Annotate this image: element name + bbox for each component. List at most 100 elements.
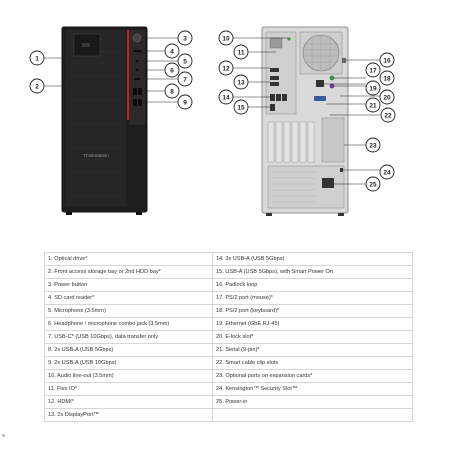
callout-number: 9 — [183, 99, 187, 106]
legend-cell-right: 24. Kensington™ Security Slot™ — [212, 382, 413, 396]
sd-card-slot — [133, 50, 141, 52]
usb-a-5gbps-port-2 — [138, 88, 142, 95]
callout-number: 10 — [222, 35, 230, 42]
callout-17: 17 — [365, 62, 381, 78]
legend-cell-right: 19. Ethernet (GbE RJ-45) — [212, 317, 413, 331]
callout-number: 4 — [170, 48, 174, 55]
expansion-card-bracket — [321, 117, 345, 163]
callout-15: 15 — [233, 99, 249, 115]
red-accent-stripe — [127, 30, 129, 120]
callout-21: 21 — [365, 97, 381, 113]
port-legend-table: 1. Optical drive*14. 3x USB-A (USB 5Gbps… — [44, 252, 413, 422]
rear-callouts: 10 11 12 13 14 15 16 17 18 19 20 21 22 2… — [218, 30, 396, 192]
legend-rows: 1. Optical drive*14. 3x USB-A (USB 5Gbps… — [44, 252, 413, 422]
callout-25: 25 — [365, 176, 381, 192]
ps2-mouse-port — [329, 75, 335, 81]
audio-line-out-jack — [287, 37, 291, 41]
callout-12: 12 — [218, 60, 234, 76]
rear-usb-smart-power — [270, 104, 275, 111]
callout-number: 23 — [369, 142, 377, 149]
table-row: 12. HDMI*25. Power-in — [44, 395, 413, 409]
callout-number: 19 — [369, 85, 377, 92]
expansion-slots — [267, 121, 315, 163]
callout-number: 22 — [384, 112, 392, 119]
legend-cell-left: 6. Headphone / microphone combo jack (3.… — [44, 317, 213, 331]
front-view: ThinkStation 1 2 3 4 5 6 7 8 9 — [29, 26, 193, 215]
legend-cell-right: 20. E-lock slot* — [212, 330, 413, 344]
usb-c-port — [134, 78, 140, 80]
rear-foot-left — [266, 213, 272, 216]
callout-number: 15 — [237, 104, 245, 111]
callout-19: 19 — [365, 80, 381, 96]
callout-24: 24 — [379, 164, 395, 180]
callout-number: 1 — [35, 55, 39, 62]
usb-a-10gbps-port-1 — [133, 99, 137, 106]
power-button-icon — [132, 33, 142, 43]
rear-leader-lines — [233, 37, 381, 185]
callout-18: 18 — [379, 70, 395, 86]
callout-number: 6 — [170, 67, 174, 74]
table-row: 9. 2x USB-A (USB 10Gbps)22. Smart cable … — [44, 356, 413, 370]
legend-cell-right: 15. USB-A (USB 5Gbps), with Smart Power … — [212, 265, 413, 279]
legend-cell-left: 8. 2x USB-A (USB 5Gbps) — [44, 343, 213, 357]
legend-cell-right — [212, 408, 413, 422]
table-row: 5. Microphone (3.5mm)18. PS/2 port (keyb… — [44, 304, 413, 318]
table-row: 10. Audio line-out (3.5mm)23. Optional p… — [44, 369, 413, 383]
fan-mesh — [303, 35, 339, 71]
callout-2: 2 — [29, 78, 45, 94]
callout-10: 10 — [218, 30, 234, 46]
callout-number: 3 — [183, 35, 187, 42]
callout-7: 7 — [177, 71, 193, 87]
callout-6: 6 — [164, 62, 180, 78]
callout-20: 20 — [379, 89, 395, 105]
callout-14: 14 — [218, 89, 234, 105]
optical-drive-eject — [82, 43, 90, 47]
legend-cell-left: 9. 2x USB-A (USB 10Gbps) — [44, 356, 213, 370]
legend-cell-left: 10. Audio line-out (3.5mm) — [44, 369, 213, 383]
callout-number: 12 — [222, 65, 230, 72]
rear-foot-right — [338, 213, 344, 216]
callout-number: 11 — [238, 49, 245, 56]
legend-cell-left: 12. HDMI* — [44, 395, 213, 409]
displayport-1 — [270, 76, 279, 80]
table-row: 13. 2x DisplayPort™ — [44, 408, 413, 422]
decorative-dot — [2, 434, 5, 437]
product-diagram: ThinkStation 1 2 3 4 5 6 7 8 9 — [29, 26, 396, 216]
microphone-jack — [135, 59, 139, 63]
callout-number: 14 — [222, 94, 230, 101]
hdmi-port — [270, 68, 279, 72]
callout-number: 20 — [383, 94, 391, 101]
callout-number: 13 — [237, 79, 245, 86]
table-row: 7. USB-C* (USB 10Gbps), data transfer on… — [44, 330, 413, 344]
callout-1: 1 — [29, 50, 45, 66]
callout-13: 13 — [233, 74, 249, 90]
usb-a-10gbps-port-2 — [138, 99, 142, 106]
callout-16: 16 — [379, 52, 395, 68]
serial-port — [314, 96, 326, 101]
ethernet-port — [316, 80, 324, 87]
legend-cell-left: 3. Power button — [44, 278, 213, 292]
headphone-jack — [135, 68, 139, 72]
callout-number: 7 — [183, 76, 187, 83]
legend-cell-left: 1. Optical drive* — [44, 252, 213, 266]
legend-cell-right: 22. Smart cable clip slots — [212, 356, 413, 370]
kensington-slot — [340, 168, 343, 172]
callout-number: 25 — [369, 181, 377, 188]
front-grille — [66, 30, 126, 206]
rear-usb-a-block-3 — [282, 94, 287, 101]
rear-usb-a-block-2 — [276, 94, 281, 101]
callout-number: 5 — [183, 58, 187, 65]
legend-cell-left: 5. Microphone (3.5mm) — [44, 304, 213, 318]
callout-9: 9 — [177, 94, 193, 110]
front-foot-right — [136, 212, 142, 215]
callout-number: 16 — [383, 57, 391, 64]
displayport-2 — [270, 82, 279, 86]
legend-cell-right: 21. Serial (9-pin)* — [212, 343, 413, 357]
legend-cell-right: 18. PS/2 port (keyboard)* — [212, 304, 413, 318]
front-callouts: 1 2 3 4 5 6 7 8 9 — [29, 30, 193, 110]
table-row: 6. Headphone / microphone combo jack (3.… — [44, 317, 413, 331]
callout-number: 24 — [383, 169, 391, 176]
usb-a-5gbps-port-1 — [133, 88, 137, 95]
callout-8: 8 — [164, 83, 180, 99]
